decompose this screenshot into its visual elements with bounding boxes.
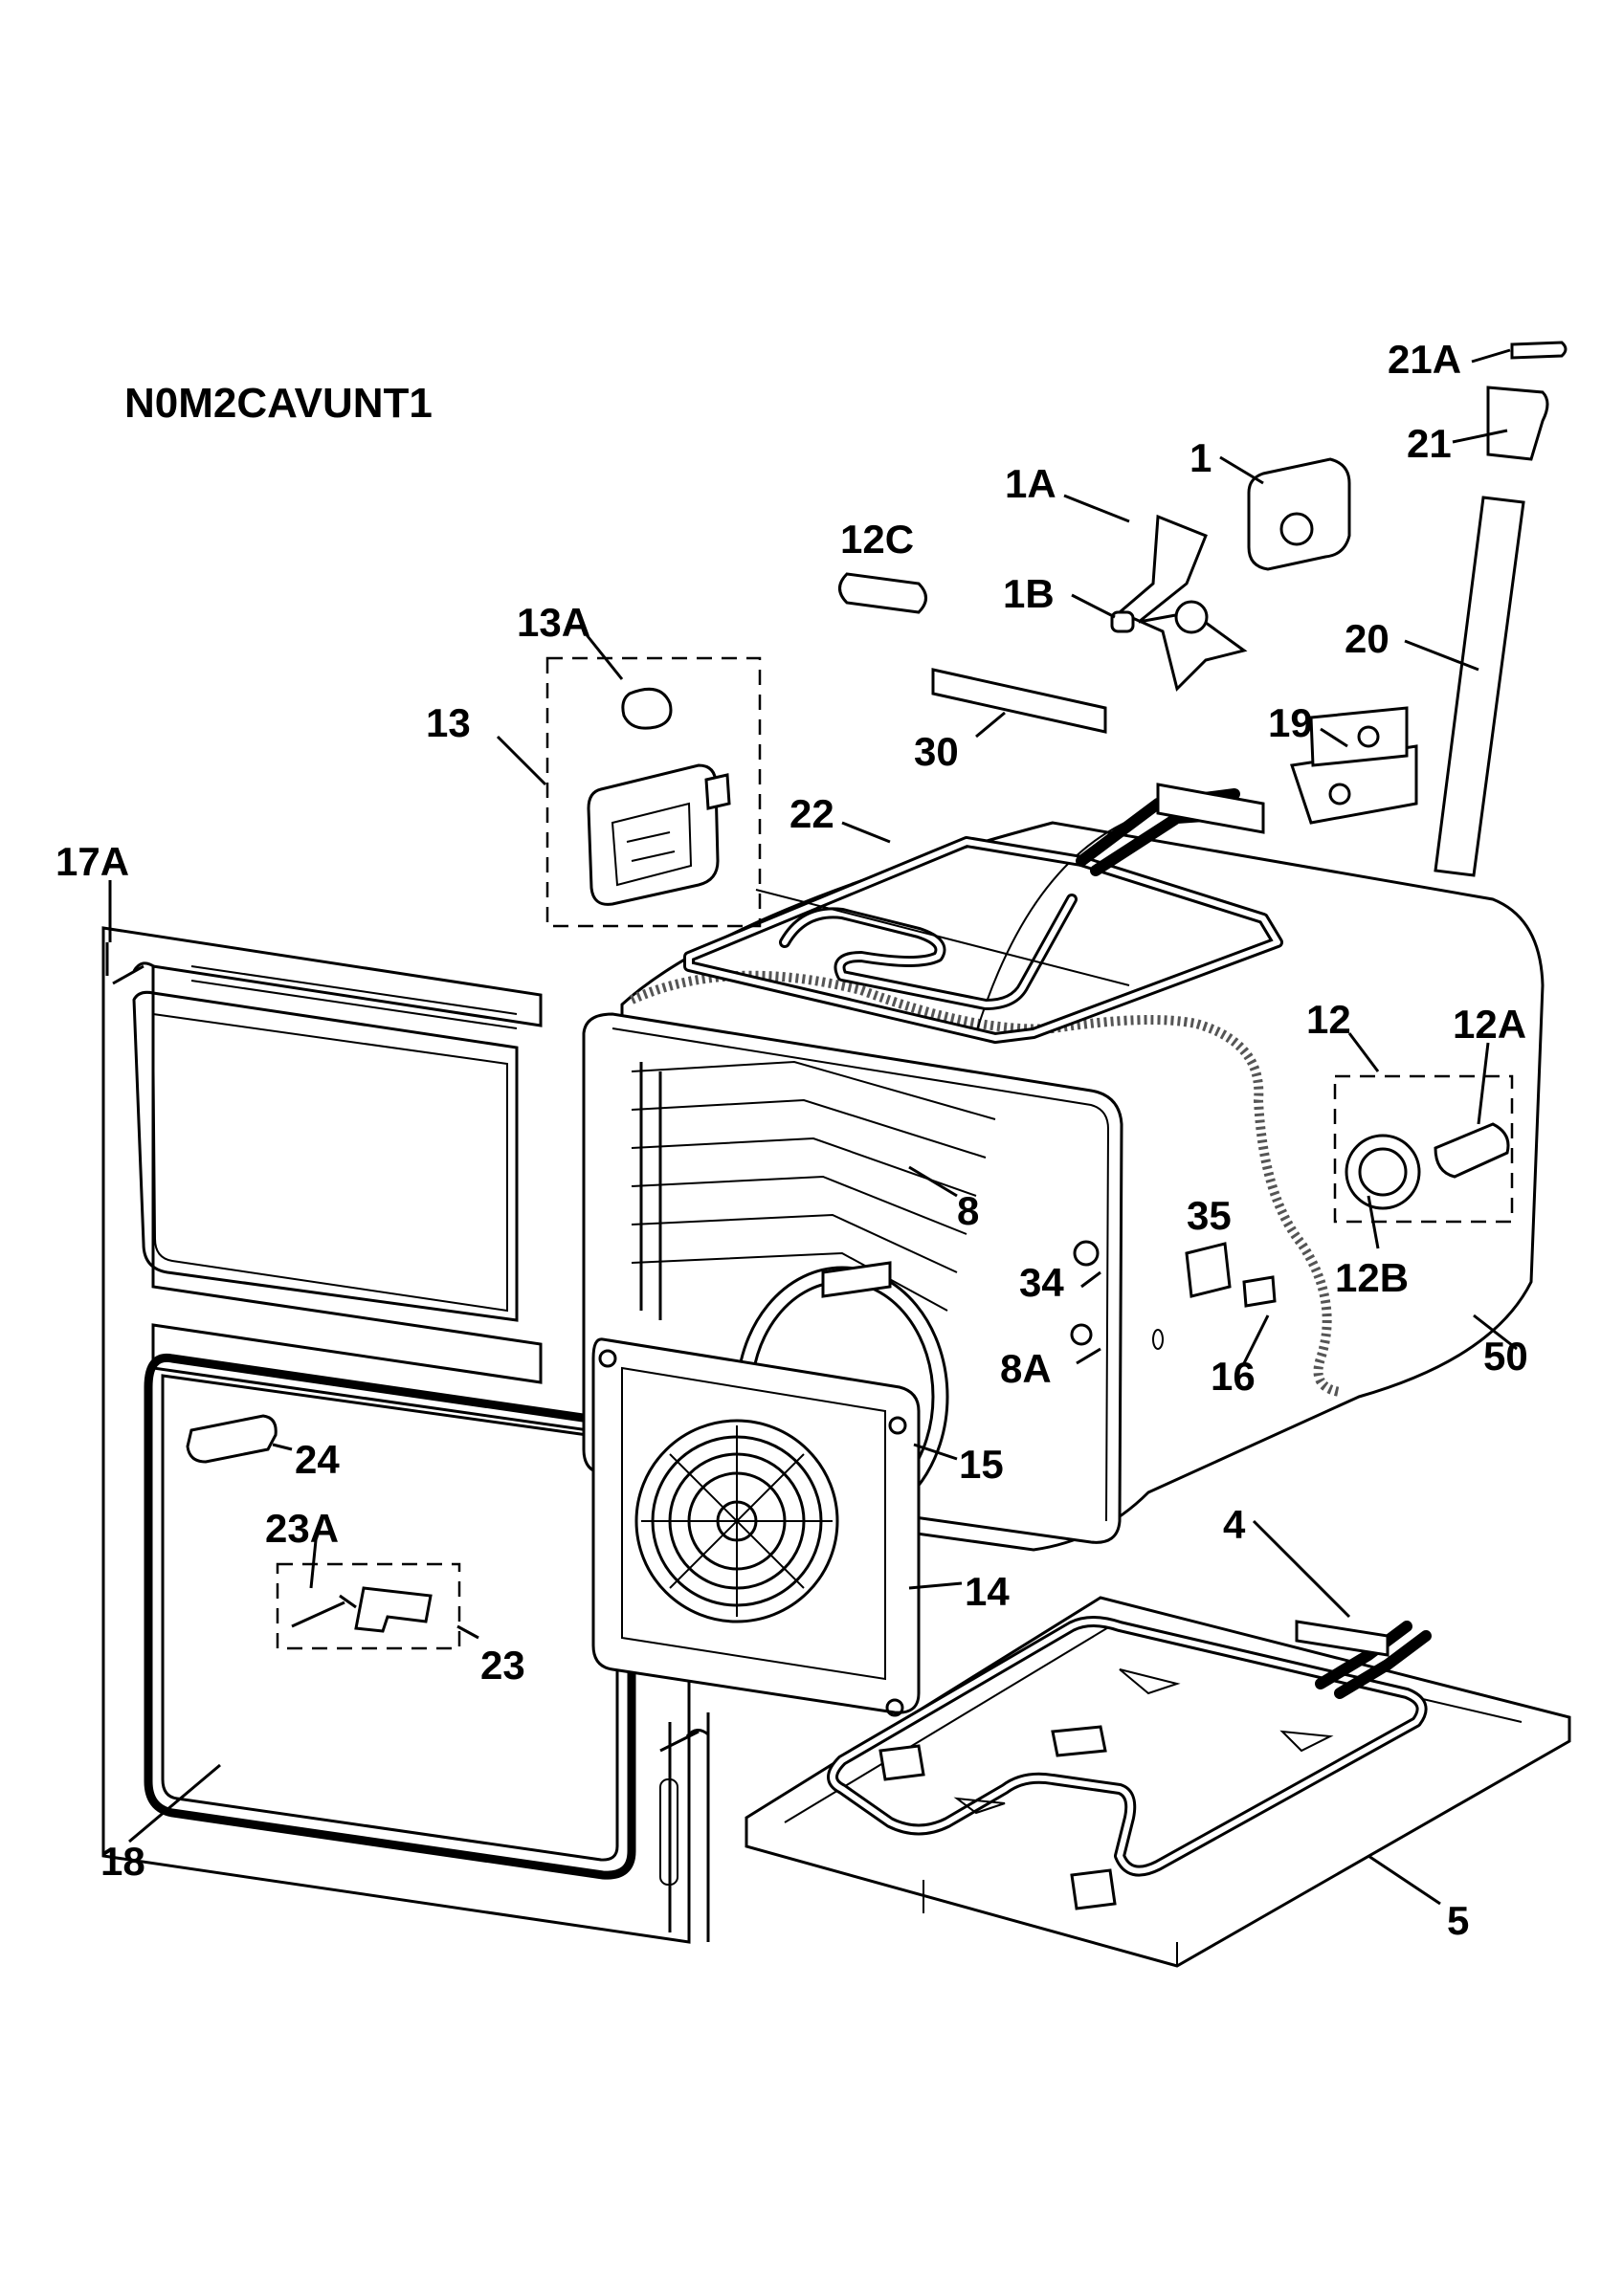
label-4: 4: [1223, 1502, 1246, 1547]
thermostat-19-drawing: [1290, 706, 1418, 825]
label-23: 23: [480, 1643, 525, 1688]
label-30: 30: [914, 729, 959, 774]
label-1A: 1A: [1005, 461, 1056, 506]
label-19: 19: [1268, 700, 1313, 745]
fan-motor-drawing: [1110, 457, 1351, 692]
label-20: 20: [1345, 616, 1390, 661]
clip-part-drawing: [186, 1414, 278, 1464]
label-23A: 23A: [265, 1506, 339, 1551]
front-frame-drawing: [101, 926, 710, 1944]
label-21: 21: [1407, 421, 1452, 466]
label-1: 1: [1189, 435, 1212, 480]
bracket-30-drawing: [931, 668, 1107, 734]
label-8: 8: [957, 1188, 979, 1233]
part-number-labels: 21A 21 1 1A 12C 1B 20 13A 13 19 30 22 17…: [56, 337, 1528, 1943]
label-18: 18: [100, 1839, 145, 1884]
label-12C: 12C: [840, 517, 914, 562]
label-13: 13: [426, 700, 471, 745]
duct-and-cap-drawing: [1434, 341, 1567, 877]
leader-lines: [108, 348, 1518, 1906]
label-35: 35: [1187, 1193, 1232, 1238]
model-code-title: N0M2CAVUNT1: [124, 380, 433, 427]
bottom-element-and-tray-drawing: [745, 1596, 1571, 1968]
lamp-assembly-drawing: [545, 656, 762, 928]
label-12: 12: [1306, 997, 1351, 1042]
label-21A: 21A: [1388, 337, 1461, 382]
top-grill-element-drawing: [683, 783, 1283, 1044]
side-lamp-drawing: [1333, 1074, 1514, 1224]
label-14: 14: [965, 1569, 1010, 1614]
label-34: 34: [1019, 1260, 1064, 1305]
sensor-12c-drawing: [838, 572, 927, 614]
label-22: 22: [789, 791, 834, 836]
label-16: 16: [1211, 1354, 1256, 1399]
label-8A: 8A: [1000, 1346, 1052, 1391]
label-13A: 13A: [517, 600, 590, 645]
label-12B: 12B: [1335, 1255, 1409, 1300]
label-5: 5: [1447, 1898, 1469, 1943]
label-12A: 12A: [1453, 1002, 1526, 1047]
label-17A: 17A: [56, 839, 129, 884]
label-50: 50: [1483, 1334, 1528, 1379]
label-15: 15: [959, 1442, 1004, 1487]
label-1B: 1B: [1003, 571, 1055, 616]
door-latch-drawing: [276, 1562, 461, 1650]
fan-cover-drawing: [591, 1337, 921, 1717]
label-24: 24: [295, 1437, 340, 1482]
